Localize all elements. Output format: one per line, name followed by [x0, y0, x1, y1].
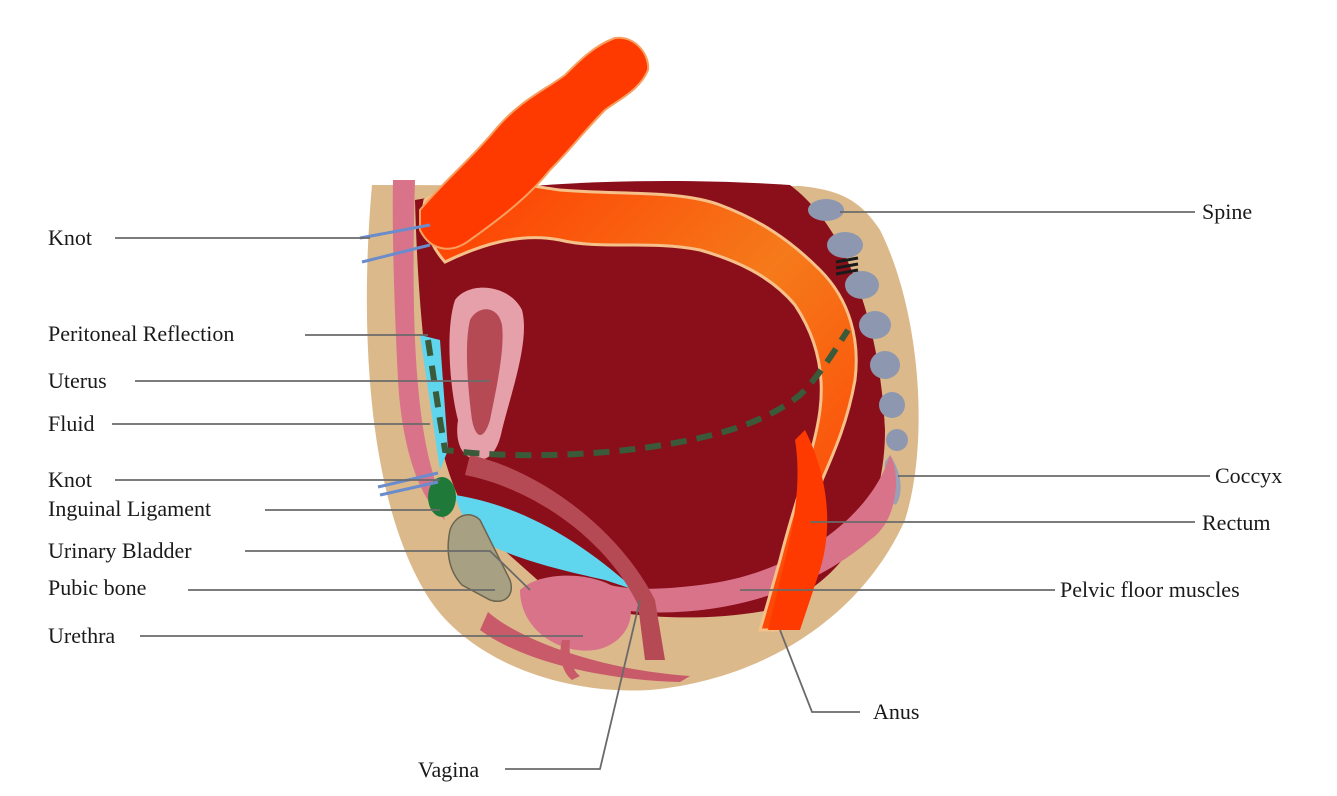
- label-vagina: Vagina: [418, 758, 479, 782]
- label-fluid: Fluid: [48, 412, 94, 436]
- label-spine: Spine: [1202, 200, 1252, 224]
- label-anus: Anus: [873, 700, 919, 724]
- label-coccyx: Coccyx: [1215, 464, 1282, 488]
- label-rectum: Rectum: [1202, 511, 1270, 535]
- label-uterus: Uterus: [48, 369, 107, 393]
- label-pubic-bone: Pubic bone: [48, 576, 146, 600]
- label-pelvic-floor-muscles: Pelvic floor muscles: [1060, 578, 1240, 602]
- label-urinary-bladder: Urinary Bladder: [48, 539, 192, 563]
- label-knot-top: Knot: [48, 226, 92, 250]
- label-peritoneal-reflection: Peritoneal Reflection: [48, 322, 234, 346]
- label-knot-bottom: Knot: [48, 468, 92, 492]
- label-urethra: Urethra: [48, 624, 115, 648]
- label-inguinal-ligament: Inguinal Ligament: [48, 497, 211, 521]
